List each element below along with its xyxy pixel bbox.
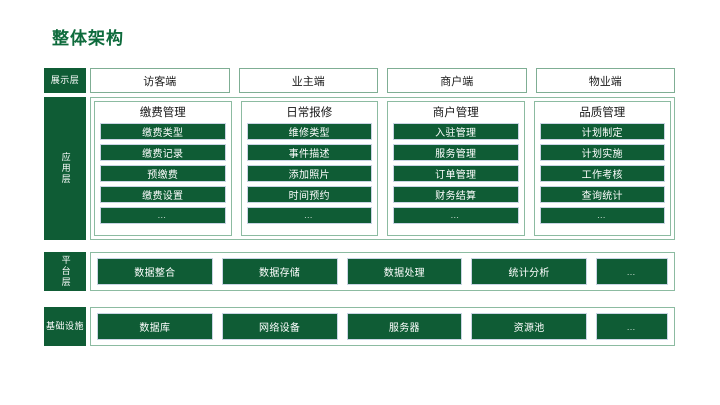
- application-column-title: 品质管理: [579, 107, 626, 119]
- application-item[interactable]: 入驻管理: [393, 122, 519, 140]
- platform-box-data-storage[interactable]: 数据存储: [221, 258, 338, 285]
- platform-box-data-integration[interactable]: 数据整合: [97, 258, 213, 285]
- platform-box-data-processing[interactable]: 数据处理: [346, 258, 463, 285]
- application-item[interactable]: 计划制定: [539, 122, 665, 140]
- application-column-merchant: 商户管理 入驻管理 服务管理 订单管理 财务结算 …: [387, 101, 525, 236]
- application-item[interactable]: 预缴费: [100, 164, 226, 182]
- platform-layer-band: 数据整合 数据存储 数据处理 统计分析 …: [90, 252, 675, 291]
- platform-box-statistics[interactable]: 统计分析: [471, 258, 587, 285]
- application-layer-band: 缴费管理 缴费类型 缴费记录 预缴费 缴费设置 … 日常报修 维修类型 事件描述…: [90, 97, 675, 240]
- application-item-more[interactable]: …: [100, 206, 226, 224]
- infrastructure-layer-band: 数据库 网络设备 服务器 资源池 …: [90, 307, 675, 346]
- infrastructure-box-more[interactable]: …: [596, 313, 668, 340]
- infrastructure-box-resource-pool[interactable]: 资源池: [471, 313, 587, 340]
- application-item[interactable]: 添加照片: [246, 164, 372, 182]
- application-item-list: 缴费类型 缴费记录 预缴费 缴费设置 …: [100, 122, 226, 231]
- application-item[interactable]: 维修类型: [246, 122, 372, 140]
- application-item-list: 维修类型 事件描述 添加照片 时间预约 …: [246, 122, 372, 231]
- application-item[interactable]: 时间预约: [246, 185, 372, 203]
- application-item[interactable]: 财务结算: [393, 185, 519, 203]
- application-item[interactable]: 缴费记录: [100, 143, 226, 161]
- application-item-more[interactable]: …: [539, 206, 665, 224]
- presentation-box-owner[interactable]: 业主端: [238, 68, 378, 93]
- application-item[interactable]: 计划实施: [539, 143, 665, 161]
- presentation-layer-row: 访客端 业主端 商户端 物业端: [90, 68, 675, 93]
- application-item[interactable]: 服务管理: [393, 143, 519, 161]
- infrastructure-box-server[interactable]: 服务器: [346, 313, 463, 340]
- application-item-list: 入驻管理 服务管理 订单管理 财务结算 …: [393, 122, 519, 231]
- application-column-title: 缴费管理: [139, 107, 186, 119]
- layer-label-platform: 平台层: [44, 252, 86, 291]
- application-item[interactable]: 工作考核: [539, 164, 665, 182]
- application-item[interactable]: 缴费设置: [100, 185, 226, 203]
- application-column-title: 商户管理: [432, 107, 479, 119]
- presentation-box-property[interactable]: 物业端: [535, 68, 675, 93]
- application-column-repair: 日常报修 维修类型 事件描述 添加照片 时间预约 …: [240, 101, 378, 236]
- application-item[interactable]: 事件描述: [246, 143, 372, 161]
- application-item-more[interactable]: …: [246, 206, 372, 224]
- application-item[interactable]: 订单管理: [393, 164, 519, 182]
- infrastructure-box-database[interactable]: 数据库: [97, 313, 213, 340]
- application-item[interactable]: 缴费类型: [100, 122, 226, 140]
- page-title: 整体架构: [52, 29, 124, 48]
- infrastructure-box-network-device[interactable]: 网络设备: [221, 313, 338, 340]
- presentation-box-merchant[interactable]: 商户端: [387, 68, 527, 93]
- application-column-payment: 缴费管理 缴费类型 缴费记录 预缴费 缴费设置 …: [94, 101, 232, 236]
- layer-label-presentation: 展示层: [44, 68, 86, 93]
- application-item-list: 计划制定 计划实施 工作考核 查询统计 …: [539, 122, 665, 231]
- presentation-box-visitor[interactable]: 访客端: [90, 68, 230, 93]
- layer-label-infrastructure: 基础设施: [44, 307, 86, 346]
- application-item[interactable]: 查询统计: [539, 185, 665, 203]
- layer-label-application: 应用层: [44, 97, 86, 240]
- application-item-more[interactable]: …: [393, 206, 519, 224]
- platform-box-more[interactable]: …: [596, 258, 668, 285]
- application-column-title: 日常报修: [286, 107, 333, 119]
- application-column-quality: 品质管理 计划制定 计划实施 工作考核 查询统计 …: [533, 101, 671, 236]
